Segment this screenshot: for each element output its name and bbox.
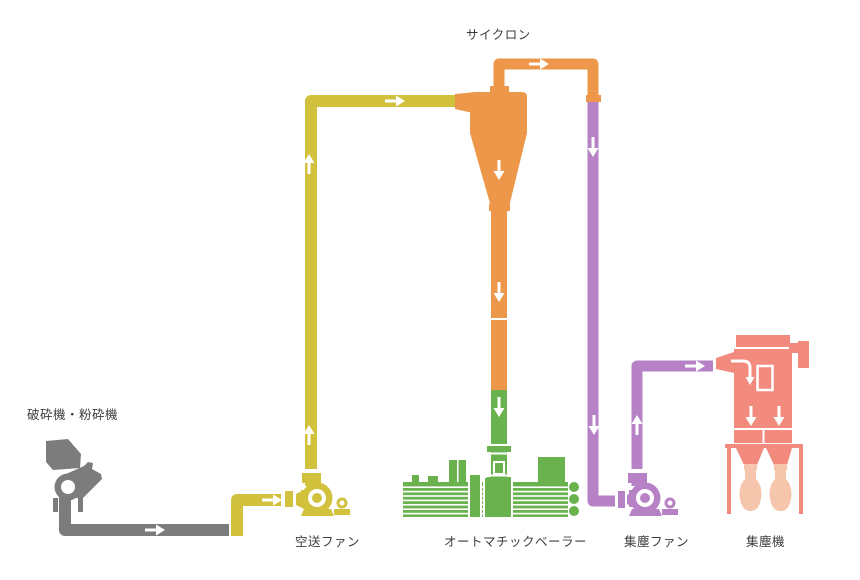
vortex-cap [490,86,509,93]
crusher-leg [53,498,58,512]
baler-roller [569,482,579,492]
blower-inlet-pipe [231,494,281,536]
fan-motor-base [662,509,678,515]
collector-bag [769,469,792,511]
crusher-leg [78,498,83,512]
bed-gap [468,482,470,517]
collector-leg [799,448,803,514]
flow-arrow-curved-head [745,377,755,385]
bag-neck [744,464,757,470]
flange-gap [615,492,618,508]
dust-downpipe [587,101,617,507]
crusher-drum-hole [61,480,75,494]
collector-exhaust-arm [789,343,802,353]
baler-roller [569,494,579,504]
diagram-labels: 破砕機・粉砕機 サイクロン 空送ファン オートマチックベーラー 集塵ファン 集塵… [27,28,785,549]
bed-gap [480,482,482,517]
flange-gap [303,469,320,473]
blower-outlet-pipe [305,95,456,486]
fan-motor-cap [339,500,345,506]
collector-bags [739,464,792,511]
flow-arrow-curved [731,359,752,377]
baler-box-divider [457,460,459,482]
baler-post [412,475,419,482]
feed-pipe-window [493,461,505,475]
crusher-hopper [46,439,81,470]
collector-inlet-reducer [716,352,734,373]
inlet-flange [618,491,625,508]
baler-post [470,475,480,517]
dust-fan-outlet-pipe [631,360,713,486]
collector-stand-bar [725,444,803,448]
outlet-flange [302,473,321,483]
crusher-machine [46,439,229,536]
blower-fan-assembly [231,95,456,536]
baler-feed-pipe [491,390,507,484]
baler-press-column [485,478,511,517]
inlet-flange [285,491,293,507]
flange-gap [293,491,296,507]
collector-filter-window [756,364,774,392]
outlet-flange [628,473,647,483]
label-dust-collector: 集塵機 [746,534,785,549]
baler-roller [569,506,579,516]
baler-superstructure [412,457,579,517]
flange-gap [629,469,646,473]
cyclone-body [470,92,527,134]
fan-pedestal [301,509,334,516]
feed-pipe-flange [487,446,511,452]
flange-gap [625,492,627,508]
dust-collector-machine [716,335,809,514]
fan-pedestal [629,509,662,516]
fan-motor-base [334,509,350,515]
label-blower-fan: 空送ファン [295,534,360,549]
flange-gap [491,444,507,446]
downcomer-joint [491,318,507,320]
fan-motor-cap [667,500,673,506]
crusher-outlet-pipe [59,496,229,536]
dust-fan-assembly [587,101,713,516]
fan-hub [312,493,322,503]
hopper-band-divider [762,430,765,443]
collector-top-cap [736,335,790,347]
bed-gap [511,482,513,517]
baler-post [428,476,438,482]
flange-gap [491,474,507,477]
bag-neck [774,464,787,470]
feed-pipe-flange [487,477,511,483]
overflow-pipe-flange [586,95,601,102]
label-baler: オートマチックベーラー [444,535,587,549]
collector-funnel [736,448,764,465]
flange-gap [491,452,507,455]
fan-hub [640,493,650,503]
flange-gap [281,491,285,507]
cyclone-overflow-pipe [493,58,599,96]
label-cyclone: サイクロン [466,28,531,42]
cone-outlet-flange [489,204,510,211]
cyclone-assembly [455,58,599,390]
collector-bag [739,469,762,511]
collector-funnel [766,448,792,465]
collector-exhaust-stack [798,341,809,368]
collector-leg [727,448,731,514]
baler-box [538,457,565,482]
label-dust-fan: 集塵ファン [624,534,689,549]
flow-arrows [143,57,786,537]
label-crusher: 破砕機・粉砕機 [27,407,118,422]
bed-gap [483,482,485,517]
